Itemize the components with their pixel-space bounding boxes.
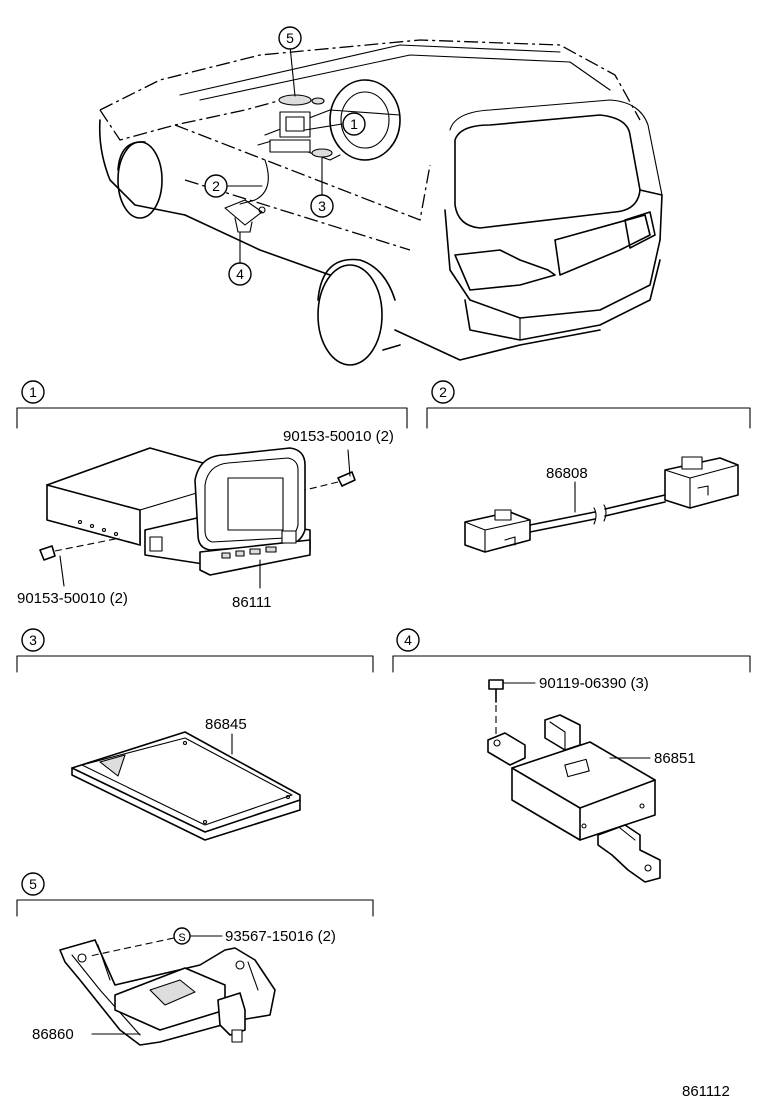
vehicle-overview: [98, 39, 663, 366]
svg-text:2: 2: [212, 178, 220, 194]
unit-86851: [487, 714, 661, 883]
section-5-bracket: [16, 899, 374, 917]
svg-text:4: 4: [236, 266, 244, 282]
part-label-86845: 86845: [205, 716, 247, 733]
section-1-badge: 1: [21, 380, 45, 404]
svg-text:4: 4: [404, 632, 412, 648]
svg-text:1: 1: [29, 384, 37, 400]
section-5: 5 S 93567-15016 (2) 86860: [16, 872, 374, 1046]
callout-4-overview: 4: [228, 262, 252, 286]
antenna-86860: [59, 939, 276, 1046]
part-label-86860: 86860: [32, 1026, 74, 1043]
section-1-bracket: [16, 407, 408, 429]
screw-left: [39, 537, 121, 587]
callout-3-overview: 3: [310, 194, 334, 218]
part-label-90119-06390: 90119-06390 (3): [539, 675, 649, 692]
section-2-badge: 2: [431, 380, 455, 404]
svg-text:5: 5: [29, 876, 37, 892]
section-4-bracket: [392, 655, 751, 673]
part-label-86808: 86808: [546, 465, 588, 482]
section-2-bracket: [426, 407, 751, 429]
section-4: 4 90119-06390: [392, 628, 751, 883]
svg-text:2: 2: [439, 384, 447, 400]
section-3: 3 86845: [16, 628, 374, 841]
part-label-86851: 86851: [654, 750, 696, 767]
section-2: 2 86808: [426, 380, 751, 553]
part-label-93567-15016: 93567-15016 (2): [225, 928, 336, 945]
svg-text:5: 5: [286, 30, 294, 46]
cable-86808: [464, 456, 739, 553]
screw-right: [304, 449, 356, 491]
section-3-badge: 3: [21, 628, 45, 652]
callout-5-overview: 5: [278, 26, 302, 50]
svg-text:3: 3: [318, 198, 326, 214]
head-unit-86111: [46, 447, 311, 576]
bolt-90119-06390: [488, 679, 536, 738]
screw-symbol: S: [173, 927, 191, 945]
part-label-86111: 86111: [232, 594, 272, 611]
callout-1-overview: 1: [342, 112, 366, 136]
callout-2-overview: 2: [204, 174, 228, 198]
section-5-badge: 5: [21, 872, 45, 896]
svg-text:1: 1: [350, 116, 358, 132]
unit-86845: [71, 731, 301, 841]
svg-text:S: S: [178, 932, 185, 944]
svg-text:3: 3: [29, 632, 37, 648]
diagram-id: 861112: [682, 1083, 730, 1100]
section-1: 1: [16, 380, 408, 611]
part-label-90153-50010-right: 90153-50010 (2): [283, 428, 394, 445]
part-label-90153-50010-left: 90153-50010 (2): [17, 590, 128, 607]
section-3-bracket: [16, 655, 374, 673]
section-4-badge: 4: [396, 628, 420, 652]
